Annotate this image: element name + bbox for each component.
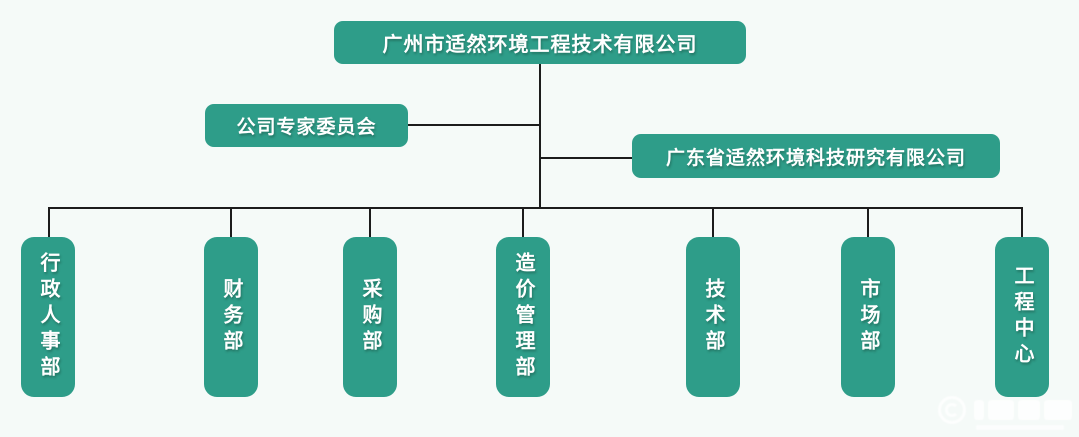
connector-stub-2 [230,207,232,237]
circular-emblem-logo-icon [938,396,966,424]
watermark-subtext-shape [976,425,1064,430]
watermark [938,394,1078,434]
connector-stub-5 [712,207,714,237]
connector-stub-7 [1021,207,1023,237]
department-node-procurement: 采购部 [343,237,397,397]
connector-stub-1 [48,207,50,237]
connector-stub-3 [369,207,371,237]
department-node-technology: 技术部 [686,237,740,397]
connector-rail [48,207,1022,209]
department-label: 财务部 [220,278,242,356]
watermark-text-shape [1018,400,1040,420]
expert-committee-node: 公司专家委员会 [205,104,408,147]
department-label: 工程中心 [1011,265,1033,369]
connector-stub-4 [522,207,524,237]
department-label: 行政人事部 [37,252,59,382]
department-label: 采购部 [359,278,381,356]
department-label: 造价管理部 [512,252,534,382]
department-label: 市场部 [857,278,879,356]
watermark-text-shape [988,400,1014,420]
org-root-node: 广州市适然环境工程技术有限公司 [334,21,746,64]
department-node-cost-management: 造价管理部 [496,237,550,397]
connector-root-down [539,64,541,208]
department-node-admin-hr: 行政人事部 [21,237,75,397]
department-node-finance: 财务部 [204,237,258,397]
department-node-marketing: 市场部 [841,237,895,397]
watermark-text-shape [1044,400,1072,420]
watermark-text-shape [974,400,984,420]
connector-left-branch [408,124,540,126]
connector-right-branch [540,157,633,159]
research-company-node: 广东省适然环境科技研究有限公司 [632,134,1000,178]
connector-stub-6 [867,207,869,237]
department-node-engineering-center: 工程中心 [995,237,1049,397]
department-label: 技术部 [702,278,724,356]
